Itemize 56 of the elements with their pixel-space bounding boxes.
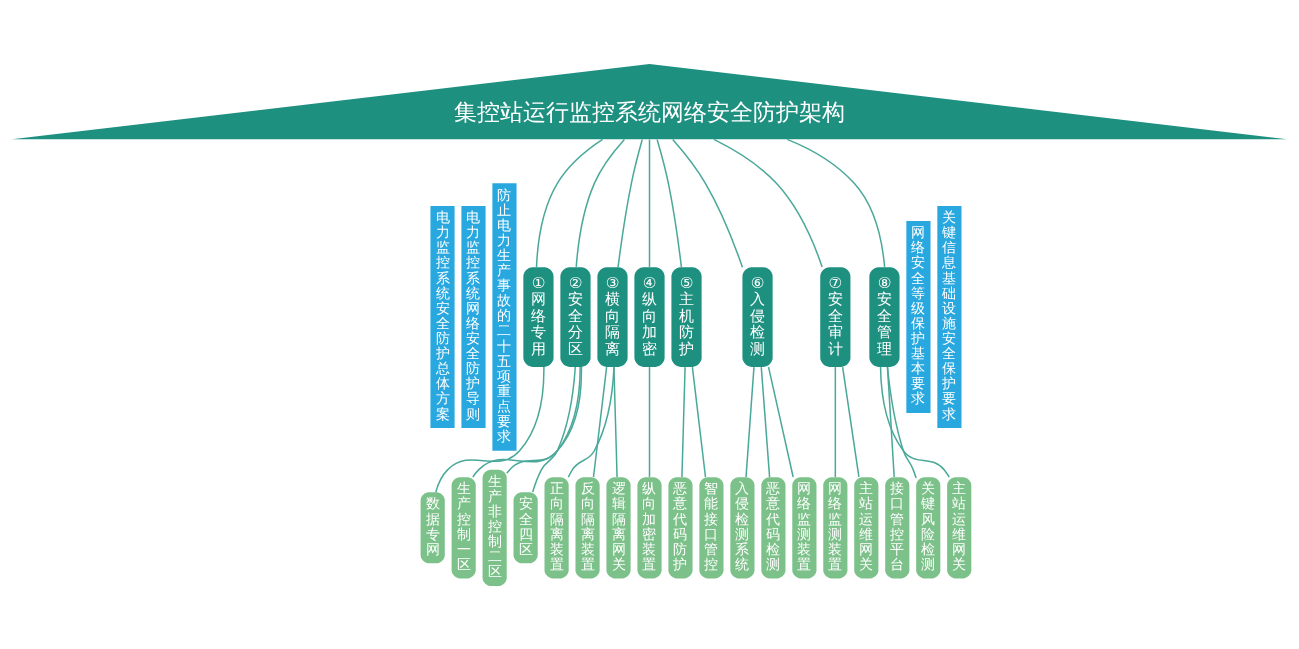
node-box: 关键风险检测 [916,476,941,578]
node-box: 恶意代码防护 [668,476,693,578]
connector [648,138,651,268]
node-box: 关键信息基础设施安全保护要求 [937,205,962,428]
connector [786,138,886,268]
connector [886,365,917,479]
connector [745,365,755,478]
node-box: 网络安全等级保护基本要求 [906,220,931,413]
node-box: ①网络专用 [523,266,554,367]
node-box: ②安全分区 [560,266,591,367]
node-box: 接口管控平台 [885,476,910,578]
connector [592,365,608,478]
node-box: 智能接口管控 [699,476,724,578]
connector [879,365,950,478]
connector [506,365,581,474]
node-box: 正向隔离装置 [544,476,569,578]
connector [472,365,583,478]
node-box: 网络监测装置 [792,476,817,578]
connector [760,365,771,478]
connector [531,365,577,493]
node-box: ⑥入侵检测 [742,266,773,367]
node-box: 入侵检测系统 [730,476,755,578]
node-box: 生产非控制二区 [482,469,507,586]
node-box: 防止电力生产事故的二十五项重点要求 [492,182,517,451]
node-box: ④纵向加密 [634,266,665,367]
node-box: 主站运维网关 [854,476,879,578]
node-box: 生产控制一区 [451,476,476,578]
connector [567,365,615,478]
connector [672,138,744,268]
connector [841,365,860,478]
connector [691,365,707,478]
connector [681,365,686,478]
node-box: 数据专网 [420,491,445,563]
node-box: 安全四区 [513,491,538,563]
connector [656,138,683,268]
connector [648,365,651,478]
node-box: 逻辑隔离网关 [606,476,631,578]
connector [575,138,626,268]
node-box: ⑧安全管理 [869,266,900,367]
node-box: 纵向加密装置 [637,476,662,578]
node-box: ⑤主机防护 [671,266,702,367]
node-box: 电力监控系统网络安全防护导则 [461,205,486,428]
node-box: 网络监测装置 [823,476,848,578]
connector [613,365,618,478]
connector [834,365,837,478]
connector [713,138,823,268]
connector [435,365,545,493]
connector [535,138,604,268]
node-box: 反向隔离装置 [575,476,600,578]
connector [617,138,643,268]
node-box: 电力监控系统安全防护总体方案 [430,205,455,428]
node-box: ⑦安全审计 [820,266,851,367]
node-box: 恶意代码检测 [761,476,786,578]
connector [767,365,794,478]
node-box: 主站运维网关 [947,476,972,578]
node-box: ③横向隔离 [597,266,628,367]
